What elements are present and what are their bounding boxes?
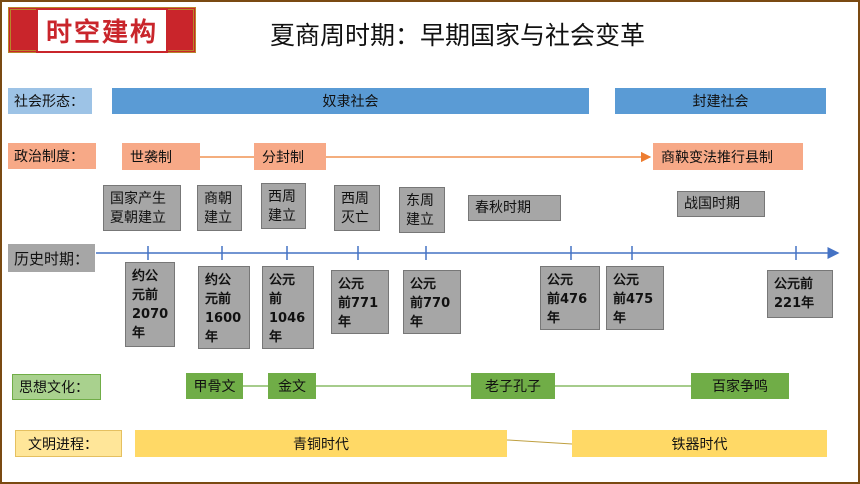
event-xia-founded: 国家产生 夏朝建立 xyxy=(103,185,181,231)
county-system: 商鞅变法推行县制 xyxy=(653,143,803,170)
date-476bc: 公元 前476 年 xyxy=(540,266,600,330)
date-2070bc: 约公 元前 2070 年 xyxy=(125,262,175,347)
logo-text: 时空建构 xyxy=(35,7,168,53)
hundred-schools: 百家争鸣 xyxy=(691,373,789,399)
iron-age-bar: 铁器时代 xyxy=(572,430,827,457)
page-title: 夏商周时期：早期国家与社会变革 xyxy=(270,21,646,50)
hereditary-system: 世袭制 xyxy=(122,143,200,170)
event-western-zhou-founded: 西周 建立 xyxy=(261,183,306,229)
culture-label: 思想文化： xyxy=(12,374,101,400)
date-1046bc: 公元 前 1046 年 xyxy=(262,266,314,349)
bronze-inscriptions: 金文 xyxy=(268,373,316,399)
oracle-bone-script: 甲骨文 xyxy=(186,373,243,399)
feudal-society-bar: 封建社会 xyxy=(615,88,826,114)
social-form-label: 社会形态： xyxy=(8,88,92,114)
enfeoffment-system: 分封制 xyxy=(254,143,326,170)
logo-badge: 时空建构 xyxy=(8,7,196,53)
history-label: 历史时期： xyxy=(8,244,95,272)
event-shang-founded: 商朝 建立 xyxy=(197,185,242,231)
event-eastern-zhou-founded: 东周 建立 xyxy=(399,187,445,233)
bronze-age-bar: 青铜时代 xyxy=(135,430,507,457)
timeline-ticks xyxy=(147,246,797,260)
date-221bc: 公元前 221年 xyxy=(767,270,833,318)
politics-label: 政治制度： xyxy=(8,143,96,169)
civilization-label: 文明进程： xyxy=(15,430,122,457)
date-1600bc: 约公 元前 1600 年 xyxy=(198,266,250,349)
date-771bc: 公元 前771 年 xyxy=(331,270,389,334)
event-spring-autumn: 春秋时期 xyxy=(468,195,561,221)
laozi-confucius: 老子孔子 xyxy=(471,373,555,399)
date-475bc: 公元 前475 年 xyxy=(606,266,664,330)
event-western-zhou-fall: 西周 灭亡 xyxy=(334,185,380,231)
civilization-connector xyxy=(506,439,573,445)
slave-society-bar: 奴隶社会 xyxy=(112,88,589,114)
event-warring-states: 战国时期 xyxy=(677,191,765,217)
date-770bc: 公元 前770 年 xyxy=(403,270,461,334)
